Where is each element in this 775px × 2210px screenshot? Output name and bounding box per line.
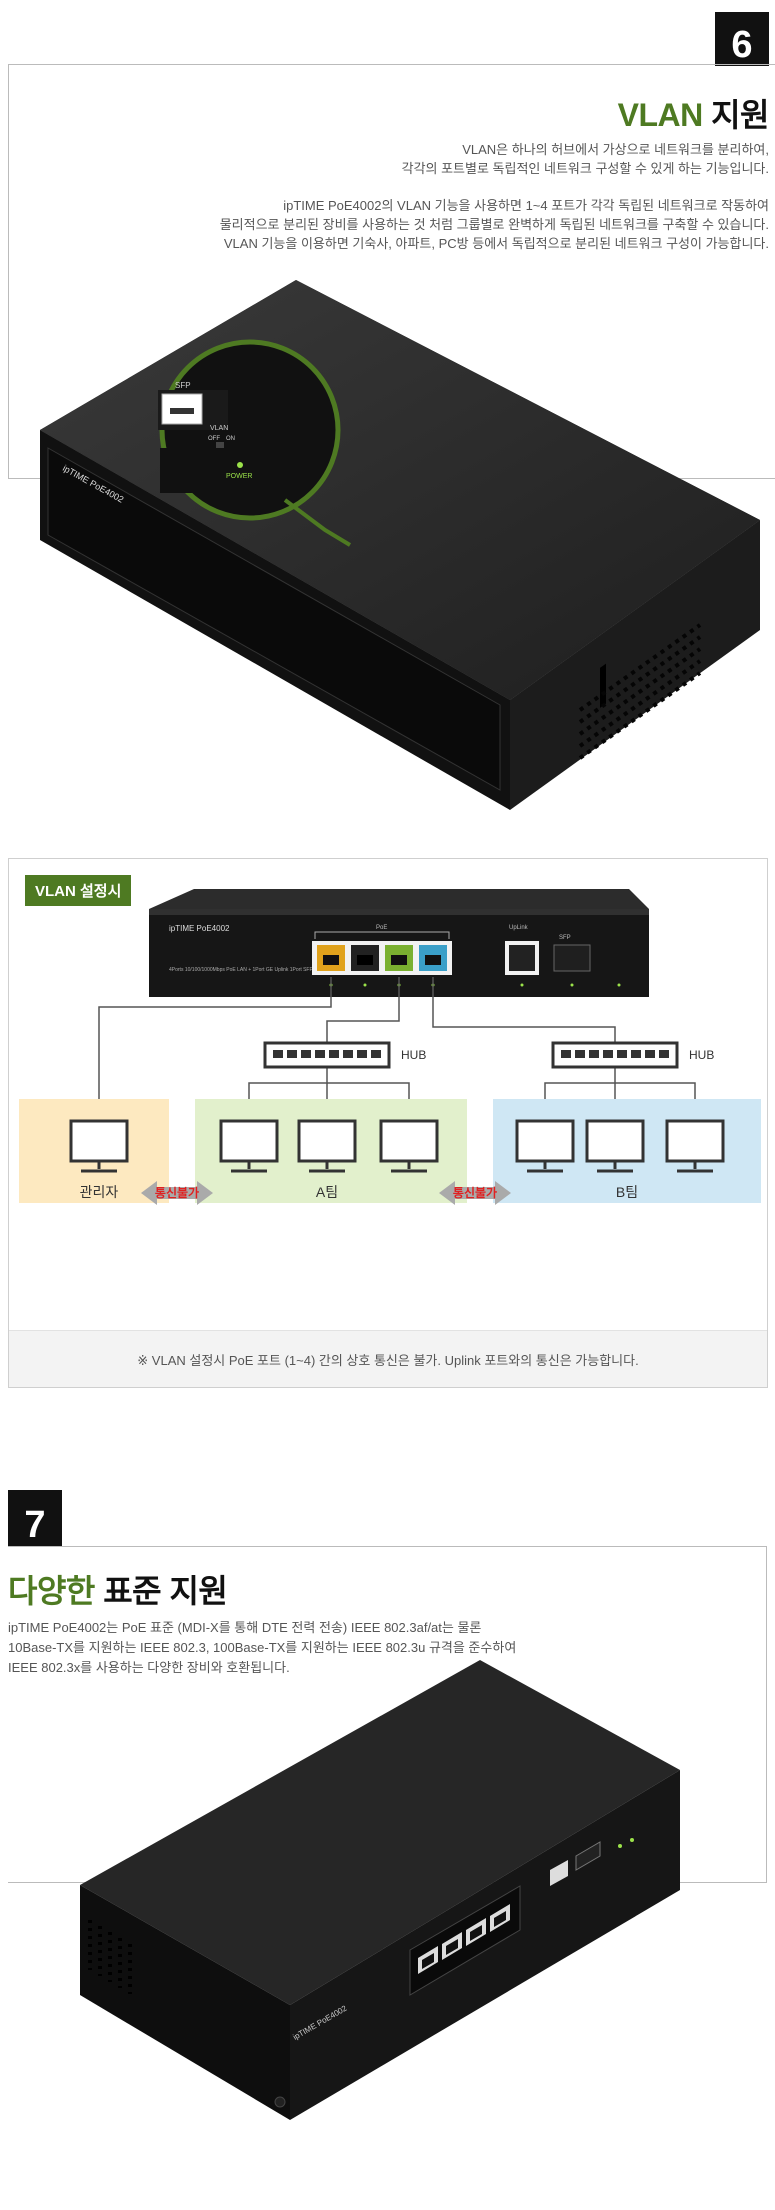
vlan-note: ※ VLAN 설정시 PoE 포트 (1~4) 간의 상호 통신은 불가. Up…: [9, 1330, 767, 1387]
section-7-badge: 7: [8, 1490, 62, 1546]
section-7-number: 7: [24, 1504, 46, 1546]
hub-right-label: HUB: [689, 1048, 714, 1062]
monitor-b3-icon: [665, 1119, 725, 1173]
blocked-label-2: 통신불가: [453, 1185, 497, 1200]
zoom-on-label: ON: [226, 436, 235, 442]
section-6-para-4: 물리적으로 분리된 장비를 사용하는 것 처럼 그룹별로 완벽하게 독립된 네트…: [219, 217, 769, 232]
section-7-para-1: ipTIME PoE4002는 PoE 표준 (MDI-X를 통해 DTE 전력…: [8, 1620, 482, 1635]
diagram-device-brand: ipTIME PoE4002: [169, 924, 230, 933]
section-7-title-rest: 표준 지원: [94, 1573, 228, 1609]
section-7-para-2: 10Base-TX를 지원하는 IEEE 802.3, 100Base-TX를 …: [8, 1640, 517, 1655]
section-6-description: VLAN은 하나의 허브에서 가상으로 네트워크를 분리하여, 각각의 포트별로…: [29, 140, 769, 253]
hub-left: [263, 1041, 391, 1069]
section-6-title-rest: 지원: [702, 97, 769, 133]
vlan-setup-tag: VLAN 설정시: [25, 875, 132, 906]
zoom-off-label: OFF: [208, 436, 220, 442]
monitor-a1-icon: [219, 1119, 279, 1173]
group-admin-label: 관리자: [80, 1184, 119, 1200]
diagram-sfp-label: SFP: [559, 935, 571, 941]
product-image-vlan: ipTIME PoE4002 SFP VLAN OFF ON POWER: [40, 280, 760, 810]
blocked-arrow-1-icon: [141, 1181, 213, 1205]
hub-right: [551, 1041, 679, 1069]
blocked-label-1: 통신불가: [155, 1185, 199, 1200]
vlan-setup-box: VLAN 설정시 ipTIME PoE4002 4Ports 10/100/10…: [8, 858, 768, 1388]
section-6-title-accent: VLAN: [617, 97, 704, 133]
diagram-uplink-label: UpLink: [509, 925, 529, 931]
product-image-standard: ipTIME PoE4002: [80, 1660, 680, 2120]
section-7-description: ipTIME PoE4002는 PoE 표준 (MDI-X를 통해 DTE 전력…: [8, 1618, 608, 1678]
monitor-b2-icon: [585, 1119, 645, 1173]
monitor-a2-icon: [297, 1119, 357, 1173]
section-7-para-3: IEEE 802.3x를 사용하는 다양한 장비와 호환됩니다.: [8, 1660, 290, 1675]
section-6-para-5: VLAN 기능을 이용하면 기숙사, 아파트, PC방 등에서 독립적으로 분리…: [223, 236, 769, 251]
section-6-para-3: ipTIME PoE4002의 VLAN 기능을 사용하면 1~4 포트가 각각…: [283, 198, 769, 213]
monitor-b1-icon: [515, 1119, 575, 1173]
group-b-label: B팀: [616, 1184, 638, 1200]
zoom-power-label: POWER: [226, 473, 252, 480]
monitor-a3-icon: [379, 1119, 439, 1173]
diagram-device-subtext: 4Ports 10/100/1000Mbps PoE LAN + 1Port G…: [169, 967, 329, 973]
section-6-title: VLAN 지원: [617, 90, 770, 136]
section-6-para-2: 각각의 포트별로 독립적인 네트워크 구성할 수 있게 하는 기능입니다.: [401, 161, 769, 176]
section-6-para-1: VLAN은 하나의 허브에서 가상으로 네트워크를 분리하여,: [462, 142, 769, 157]
diagram-poe-label: PoE: [376, 925, 387, 931]
section-6-badge: 6: [715, 12, 769, 66]
section-7-title-accent: 다양한: [8, 1573, 95, 1609]
section-6-number: 6: [731, 24, 753, 66]
hub-left-label: HUB: [401, 1048, 426, 1062]
vlan-diagram: ipTIME PoE4002 4Ports 10/100/1000Mbps Po…: [19, 889, 761, 1205]
zoom-vlan-label: VLAN: [210, 425, 228, 432]
section-7-title: 다양한 표준 지원: [8, 1566, 228, 1612]
blocked-arrow-2-icon: [439, 1181, 511, 1205]
monitor-admin-icon: [69, 1119, 129, 1173]
zoom-sfp-label: SFP: [175, 381, 191, 390]
group-a-label: A팀: [316, 1184, 338, 1200]
